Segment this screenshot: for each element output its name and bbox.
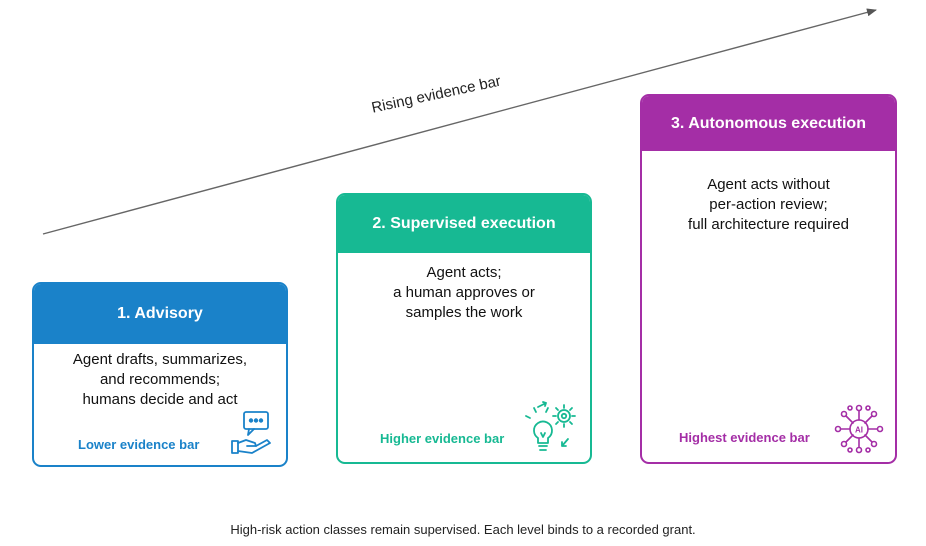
footnote: High-risk action classes remain supervis…	[230, 522, 696, 537]
card-description: Agent drafts, summarizes, and recommends…	[72, 351, 248, 408]
lightbulb-gear-icon	[524, 401, 580, 462]
evidence-level-label: Highest evidence bar	[679, 430, 810, 445]
card-description: Agent acts without per-action review; fu…	[688, 176, 849, 233]
card-supervised-execution: 2. Supervised execution Agent acts; a hu…	[336, 193, 592, 464]
ai-network-icon: AI	[834, 402, 884, 461]
card-advisory: 1. Advisory Agent drafts, summarizes, an…	[32, 282, 288, 467]
card-title: 1. Advisory	[34, 284, 286, 344]
card-title: 3. Autonomous execution	[642, 96, 895, 151]
svg-text:AI: AI	[855, 426, 863, 435]
evidence-level-label: Higher evidence bar	[380, 431, 505, 446]
card-autonomous-execution: 3. Autonomous execution Agent acts witho…	[640, 94, 897, 464]
chat-hand-icon	[230, 410, 274, 463]
evidence-level-label: Lower evidence bar	[78, 437, 200, 452]
card-description: Agent acts; a human approves or samples …	[393, 264, 535, 321]
card-title: 2. Supervised execution	[338, 195, 590, 253]
